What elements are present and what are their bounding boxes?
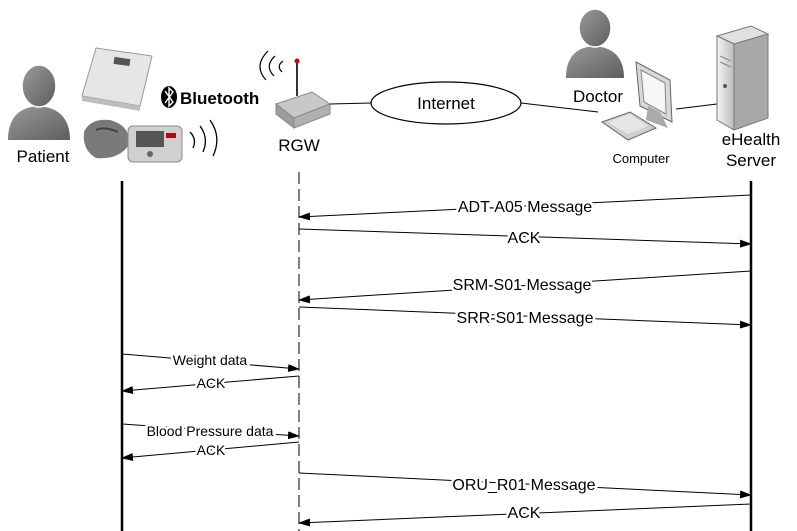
message-weight-data: Weight data bbox=[121, 350, 300, 373]
message-ack-4: ACK bbox=[298, 503, 752, 527]
message-label: ORU_R01 Message bbox=[452, 477, 595, 494]
internet-label: Internet bbox=[417, 94, 475, 113]
message-label: Weight data bbox=[173, 352, 248, 368]
message-label: Blood Pressure data bbox=[147, 423, 274, 439]
server-label-line2: Server bbox=[726, 151, 776, 170]
message-ack-1: ACK bbox=[298, 228, 752, 250]
server-icon bbox=[715, 25, 770, 131]
doctor-label: Doctor bbox=[573, 87, 623, 106]
patient-icon bbox=[8, 64, 70, 140]
server-label-line1: eHealth bbox=[722, 130, 781, 149]
message-ack-3: ACK bbox=[121, 440, 300, 461]
patient-label: Patient bbox=[17, 147, 70, 166]
router-icon bbox=[274, 58, 332, 130]
message-adt-a05: ADT-A05 Message bbox=[298, 194, 752, 221]
message-label: SRR-S01 Message bbox=[457, 310, 594, 327]
router-signal-icon bbox=[259, 50, 284, 81]
wireless-signal-icon bbox=[189, 119, 218, 157]
computer-label: Computer bbox=[612, 151, 670, 166]
message-label: ACK bbox=[197, 442, 226, 458]
message-label: SRM-S01 Message bbox=[453, 277, 592, 294]
doctor-icon bbox=[566, 8, 624, 78]
bluetooth-label: Bluetooth bbox=[180, 89, 259, 108]
message-srm-s01: SRM-S01 Message bbox=[298, 270, 752, 304]
message-oru-r01: ORU_R01 Message bbox=[298, 472, 752, 499]
blood-pressure-monitor-icon bbox=[83, 119, 183, 163]
rgw-label: RGW bbox=[278, 136, 320, 155]
bluetooth-icon bbox=[161, 86, 177, 108]
internet-computer-link bbox=[520, 102, 599, 113]
message-label: ACK bbox=[508, 230, 541, 247]
message-blood-pressure-data: Blood Pressure data bbox=[121, 421, 300, 442]
message-srr-s01: SRR-S01 Message bbox=[298, 306, 752, 330]
computer-icon bbox=[600, 61, 673, 141]
message-label: ACK bbox=[508, 505, 541, 522]
computer-server-link bbox=[675, 103, 718, 110]
rgw-internet-link bbox=[329, 102, 372, 105]
message-label: ACK bbox=[197, 375, 226, 391]
message-label: ADT-A05 Message bbox=[458, 199, 592, 216]
message-ack-2: ACK bbox=[121, 373, 300, 395]
weight-scale-icon bbox=[81, 47, 153, 111]
